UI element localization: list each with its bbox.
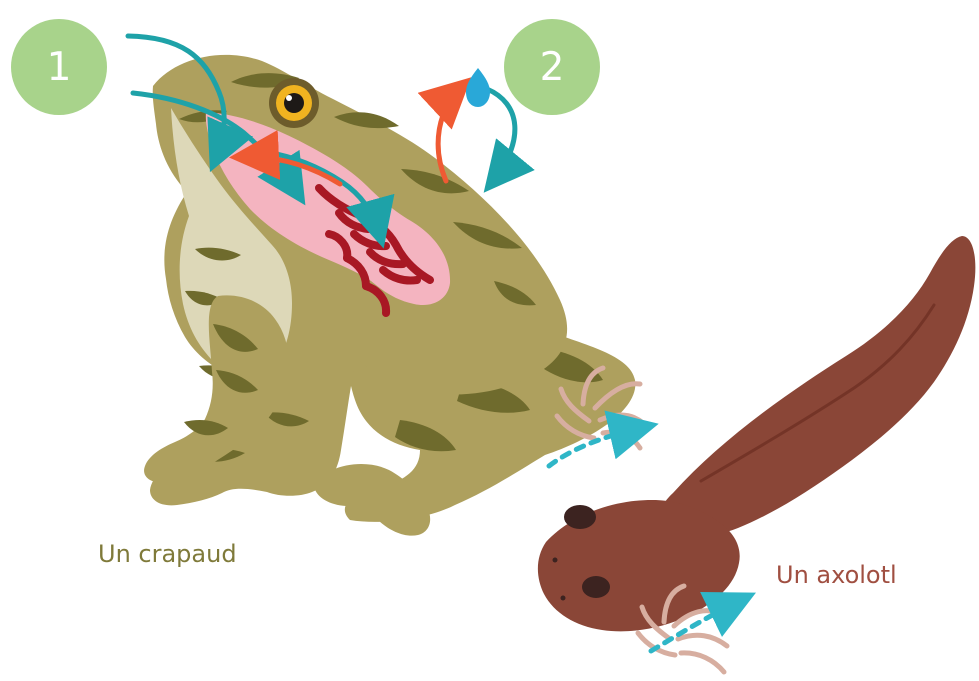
toad-eye <box>269 78 319 128</box>
step-badge-1: 1 <box>11 19 107 115</box>
step-badge-2: 2 <box>504 19 600 115</box>
step-badge-1-number: 1 <box>47 45 72 90</box>
toad-label: Un crapaud <box>98 542 237 566</box>
skin-exchange <box>438 68 515 185</box>
water-drop-icon <box>466 68 490 107</box>
axolotl <box>538 236 975 672</box>
axolotl-tail <box>661 236 975 536</box>
step-badge-2-number: 2 <box>540 45 565 90</box>
axolotl-label: Un axolotl <box>776 563 897 587</box>
